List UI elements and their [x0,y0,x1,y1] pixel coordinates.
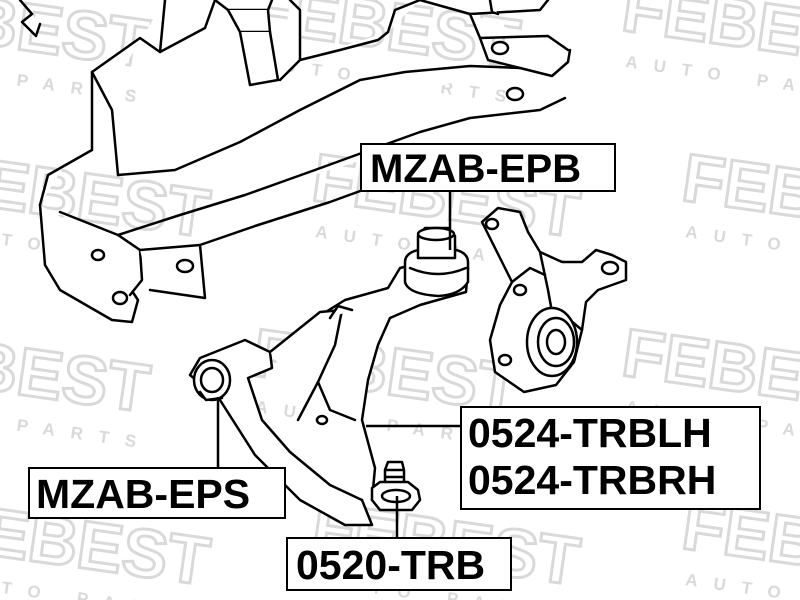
leader-lines [216,192,460,537]
part-label-0524-trbrh: 0524-TRBRH [468,457,717,503]
part-label-0524-trblh: 0524-TRBLH [468,410,712,456]
svg-text:FEBEST: FEBEST [0,0,154,82]
svg-text:FEBEST: FEBEST [0,315,154,428]
subframe-drawing [18,0,572,324]
part-label-0524-trb-group: 0524-TRBLH 0524-TRBRH [460,406,761,510]
knuckle-drawing [480,206,628,394]
part-label-0520-trb: 0520-TRB [286,537,512,591]
svg-text:AUTO PARTS: AUTO PARTS [684,222,800,278]
part-label-mzab-epb: MZAB-EPB [360,143,616,192]
part-label-mzab-eps: MZAB-EPS [28,467,286,519]
control-arm-drawing [188,226,470,527]
